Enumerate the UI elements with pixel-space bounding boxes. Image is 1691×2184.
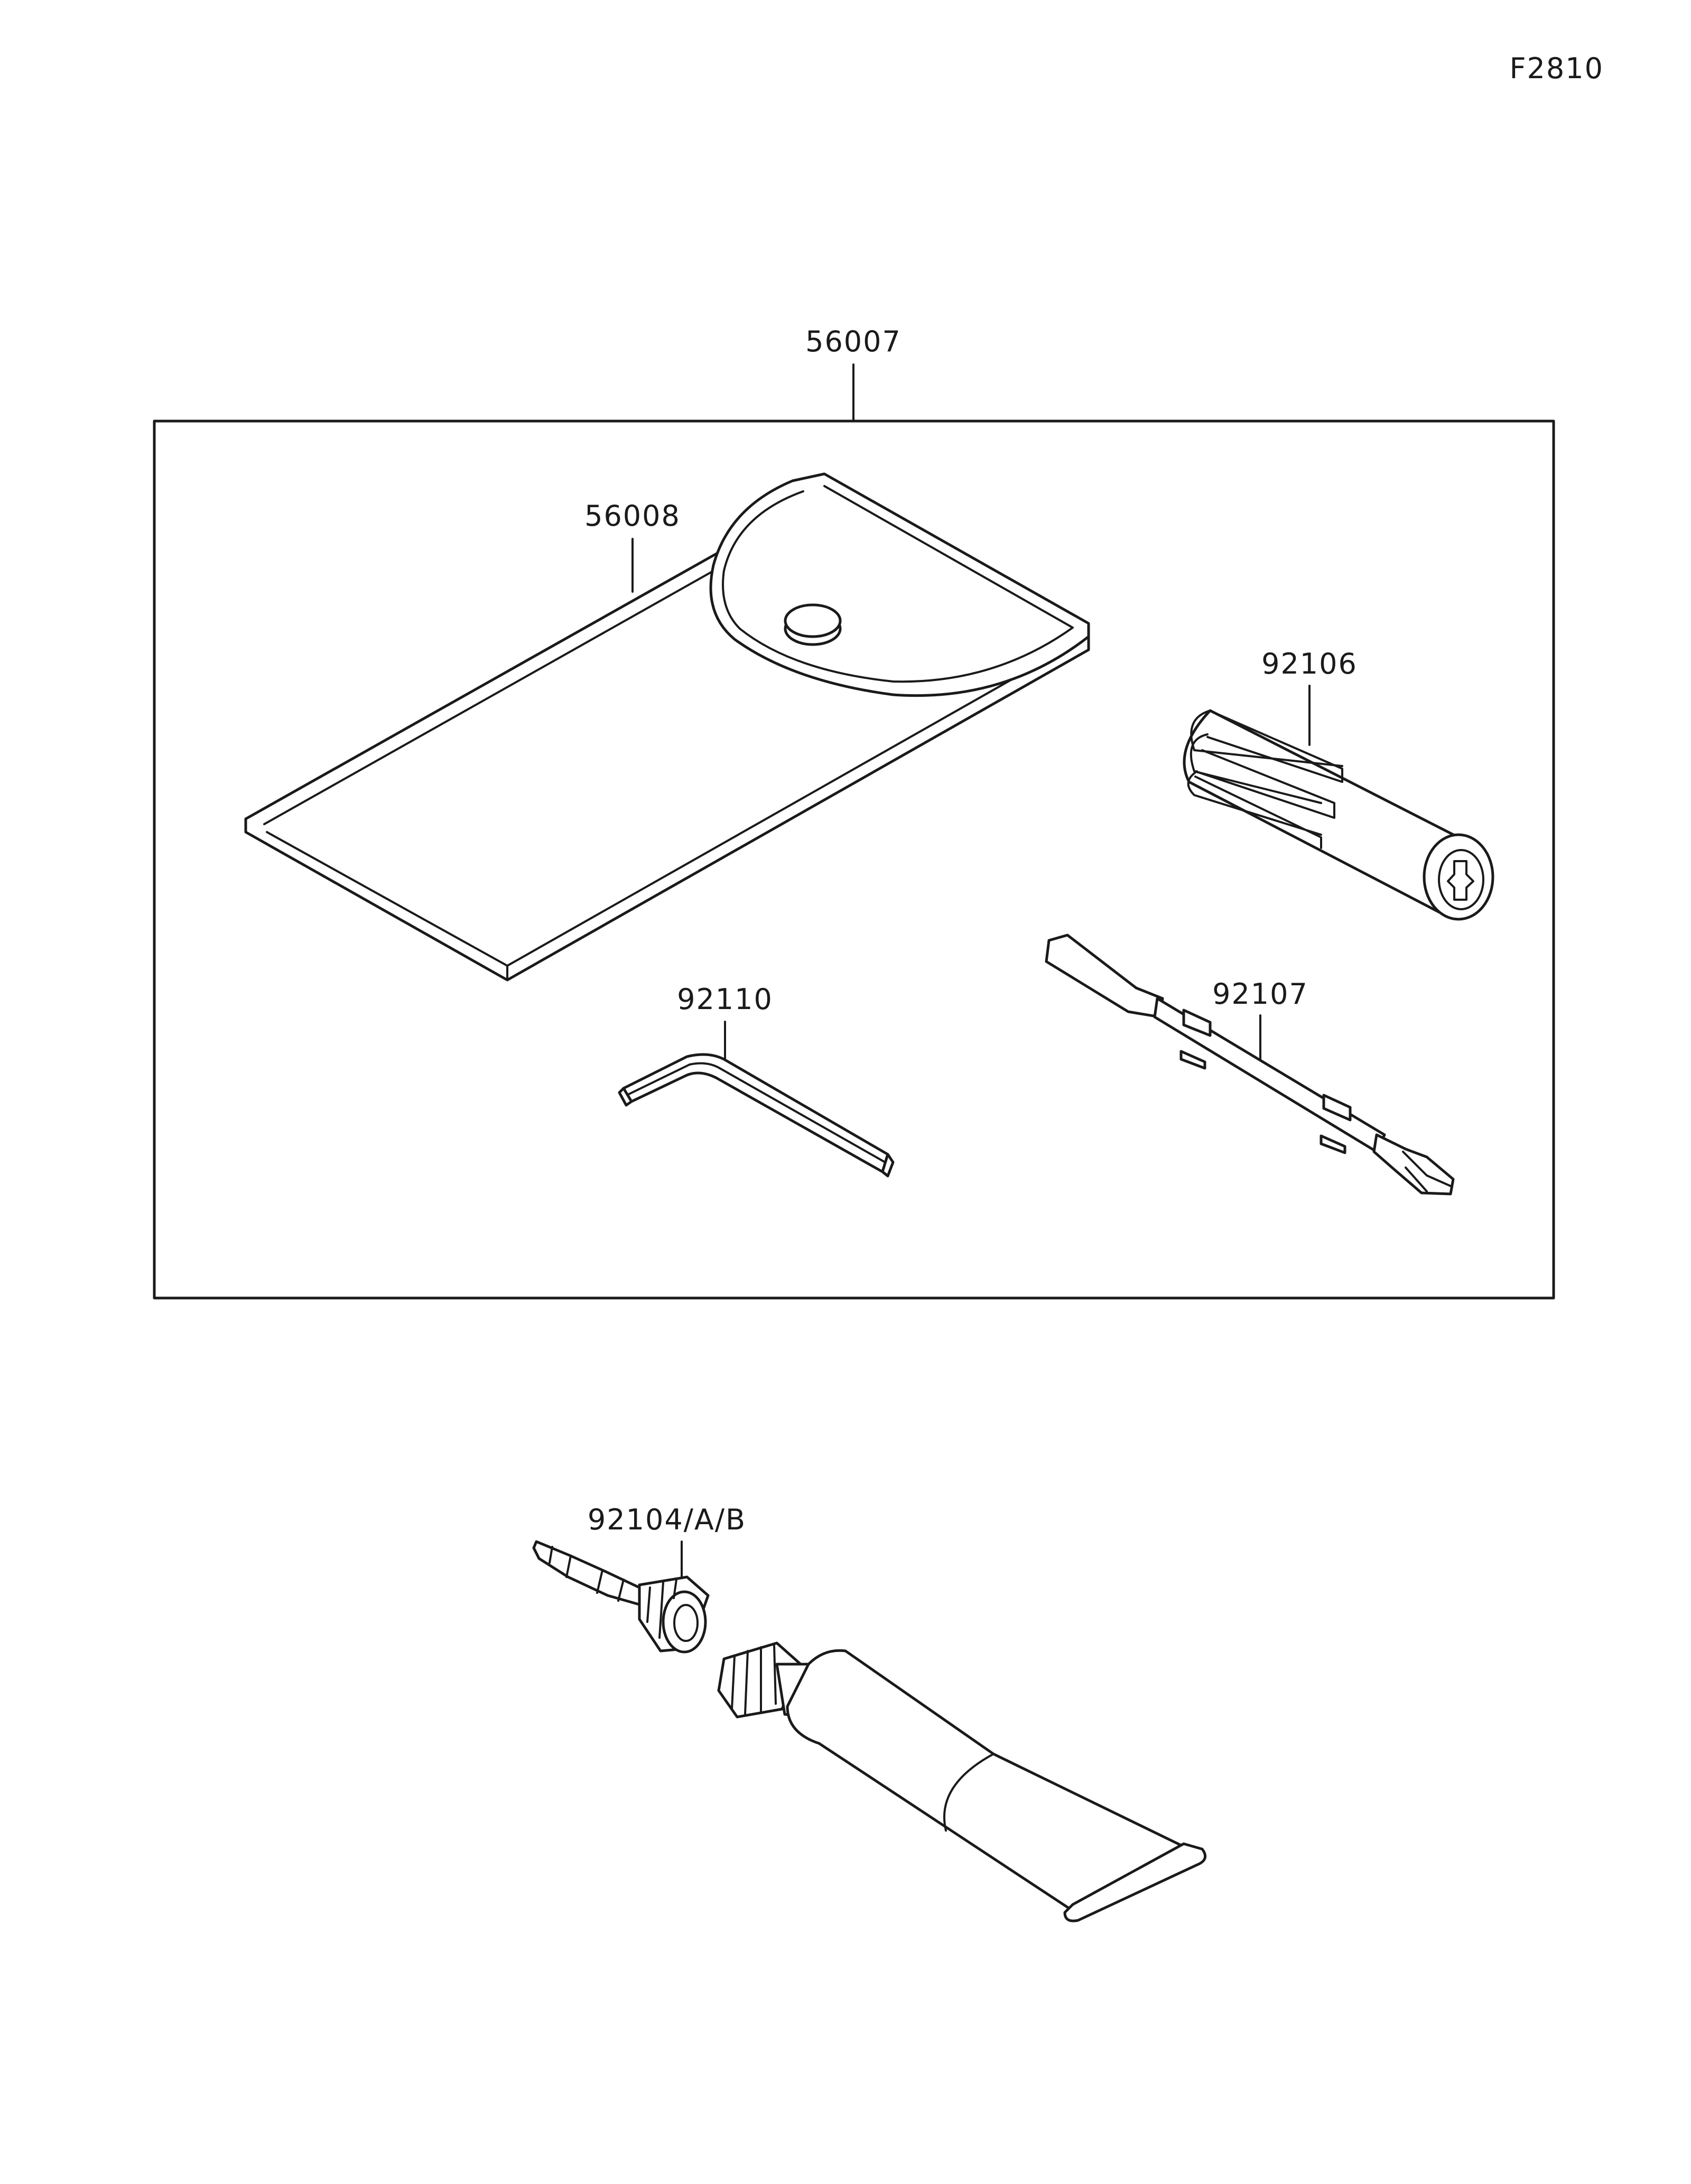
shaft-detent-3 [1322,1094,1352,1122]
label-tube-nozzle: 92104/A/B [588,1503,746,1536]
grip-ribs [1187,710,1343,836]
snap-button-top [784,603,842,638]
shaft-detent-2 [1179,1050,1206,1070]
tool-kit-group: 56007 [153,325,1555,1300]
tube-band [943,1753,995,1832]
tool-kit-frame [153,419,1555,1300]
nozzle-cap-opening-inner [673,1604,699,1642]
flat-blade-tip [1045,934,1164,1019]
hex-wrench-short-end [618,1087,633,1107]
tool-case-edge [245,831,508,981]
tool-case-flap-inner [722,485,1074,683]
shaft-detent-1 [1182,1009,1212,1037]
label-screwdriver-shaft: 92107 [1212,977,1308,1011]
tube-crimp [1063,1842,1207,1922]
tube-cap [717,1641,802,1719]
shaft-detent-4 [1320,1134,1346,1154]
phillips-tip-flutes [1402,1151,1452,1192]
hex-wrench: 92110 [618,983,895,1178]
nozzle-steps [549,1546,625,1602]
hex-wrench-body [622,1053,889,1173]
label-screwdriver-grip: 92106 [1261,647,1358,680]
label-tool-kit: 56007 [805,325,902,358]
nozzle-tip [532,1540,646,1608]
tool-case: 56008 [244,472,1090,982]
figure-code: F2810 [1510,52,1604,85]
grip-socket-icon [1447,860,1474,901]
grip-end-cap-inner [1438,849,1484,910]
screwdriver-grip: 92106 [1183,647,1494,921]
label-tool-case: 56008 [584,499,681,533]
grip-flutes [1194,712,1343,849]
label-hex-wrench: 92110 [677,983,773,1016]
hex-wrench-long-end [881,1153,895,1178]
tube-assembly: 92104/A/B [532,1503,1207,1922]
nozzle-cap-opening [662,1590,707,1654]
nozzle-cap-knurl [646,1579,677,1639]
tube-body [786,1649,1196,1914]
hex-wrench-facets [627,1062,886,1163]
phillips-tip [1372,1133,1455,1196]
screwdriver-shaft: 92107 [1045,934,1455,1196]
tube-cap-knurl [731,1645,777,1715]
grip-body [1183,709,1465,916]
